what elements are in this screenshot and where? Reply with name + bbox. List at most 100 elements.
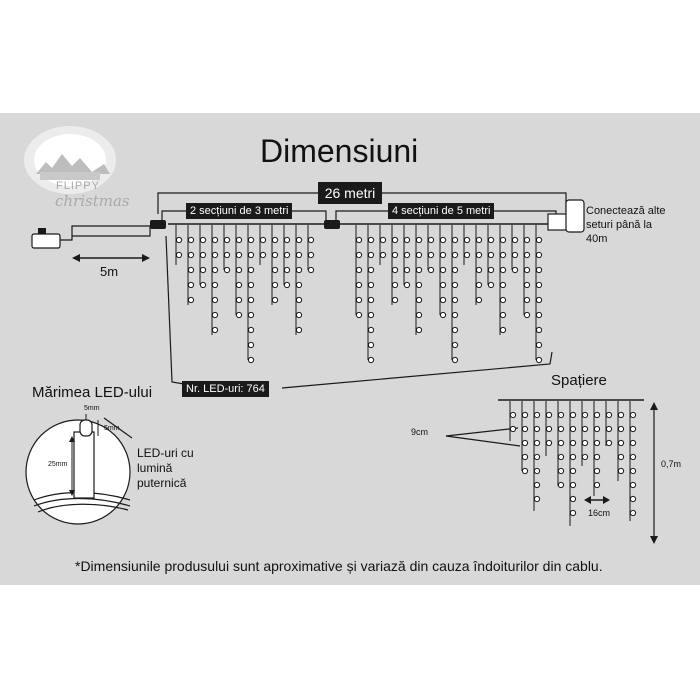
led-bulb	[521, 425, 529, 433]
led-bulb	[521, 453, 529, 461]
led-height-label: 25mm	[48, 461, 68, 468]
led-bulb	[451, 311, 459, 319]
led-drops-main	[175, 225, 543, 364]
led-bulb	[463, 251, 471, 259]
led-bulb	[211, 296, 219, 304]
led-bulb	[415, 326, 423, 334]
led-bulb	[475, 236, 483, 244]
led-bulb	[247, 326, 255, 334]
led-count-label: Nr. LED-uri: 764	[182, 381, 269, 397]
led-bulb	[581, 453, 589, 461]
led-bulb	[451, 296, 459, 304]
led-bulb	[367, 281, 375, 289]
led-bulb	[533, 495, 541, 503]
led-bulb	[355, 311, 363, 319]
led-bulb	[187, 251, 195, 259]
led-bulb	[271, 281, 279, 289]
led-bulb	[283, 281, 291, 289]
led-bulb	[533, 481, 541, 489]
led-bulb	[523, 281, 531, 289]
brand-script: christmas	[55, 192, 130, 210]
led-bulb	[535, 281, 543, 289]
led-bulb	[247, 236, 255, 244]
led-bulb	[629, 481, 637, 489]
led-bulb	[451, 236, 459, 244]
led-bulb	[247, 251, 255, 259]
led-bulb	[533, 453, 541, 461]
led-bulb	[487, 251, 495, 259]
footnote: *Dimensiunile produsului sunt aproximati…	[75, 558, 603, 574]
led-bulb	[367, 356, 375, 364]
led-bulb	[439, 296, 447, 304]
led-bulb	[509, 425, 517, 433]
led-bulb	[629, 425, 637, 433]
led-bulb	[593, 467, 601, 475]
led-bulb	[617, 453, 625, 461]
brand-name: FLIPPY	[56, 180, 100, 192]
led-bulb	[605, 411, 613, 419]
led-bulb	[535, 266, 543, 274]
section-short-label: 2 secțiuni de 3 metri	[186, 203, 293, 219]
led-bulb	[355, 281, 363, 289]
led-bulb	[569, 495, 577, 503]
led-bulb	[451, 341, 459, 349]
led-bulb	[511, 251, 519, 259]
led-bulb	[629, 495, 637, 503]
led-bulb	[391, 251, 399, 259]
led-bulb	[223, 236, 231, 244]
led-bulb	[295, 296, 303, 304]
lead-cable-label: 5m	[100, 264, 119, 279]
led-bulb	[569, 509, 577, 517]
led-bulb	[211, 281, 219, 289]
led-bulb	[211, 326, 219, 334]
led-bulb	[355, 251, 363, 259]
led-bulb	[535, 311, 543, 319]
led-bulb	[415, 236, 423, 244]
led-bulb	[499, 251, 507, 259]
led-bulb	[415, 251, 423, 259]
led-bulb	[211, 266, 219, 274]
led-bulb	[523, 251, 531, 259]
brand-logo	[22, 122, 118, 210]
led-bulb	[617, 425, 625, 433]
led-bulb	[295, 326, 303, 334]
led-bulb	[535, 326, 543, 334]
spacing-heading: Spațiere	[551, 372, 607, 389]
led-bulb	[403, 281, 411, 289]
led-bulb	[235, 311, 243, 319]
led-bulb	[451, 281, 459, 289]
led-bulb	[499, 326, 507, 334]
led-bulb	[557, 425, 565, 433]
led-bulb	[439, 266, 447, 274]
led-bulb	[439, 236, 447, 244]
led-bulb	[487, 236, 495, 244]
led-bulb	[545, 439, 553, 447]
led-bulb	[509, 411, 517, 419]
led-bulb	[593, 453, 601, 461]
led-bulb	[367, 251, 375, 259]
led-bulb	[235, 266, 243, 274]
led-bulb	[307, 236, 315, 244]
led-bulb	[629, 453, 637, 461]
led-bulb	[247, 296, 255, 304]
led-bulb	[379, 251, 387, 259]
drop-height-label: 0,7m	[661, 459, 682, 469]
led-bulb	[533, 425, 541, 433]
led-drops-spacing	[509, 401, 637, 526]
led-bulb	[557, 439, 565, 447]
led-bulb	[247, 311, 255, 319]
led-bulb	[521, 411, 529, 419]
led-bulb	[283, 236, 291, 244]
led-bulb	[355, 266, 363, 274]
led-bulb	[569, 453, 577, 461]
led-bulb	[629, 467, 637, 475]
led-bulb	[451, 326, 459, 334]
led-bulb	[295, 311, 303, 319]
led-bulb	[439, 281, 447, 289]
led-bulb	[367, 311, 375, 319]
led-bulb	[511, 266, 519, 274]
led-bulb	[475, 296, 483, 304]
led-bulb	[367, 296, 375, 304]
connect-note: Conectează alte seturi până la 40m	[586, 205, 666, 245]
led-bulb	[367, 326, 375, 334]
